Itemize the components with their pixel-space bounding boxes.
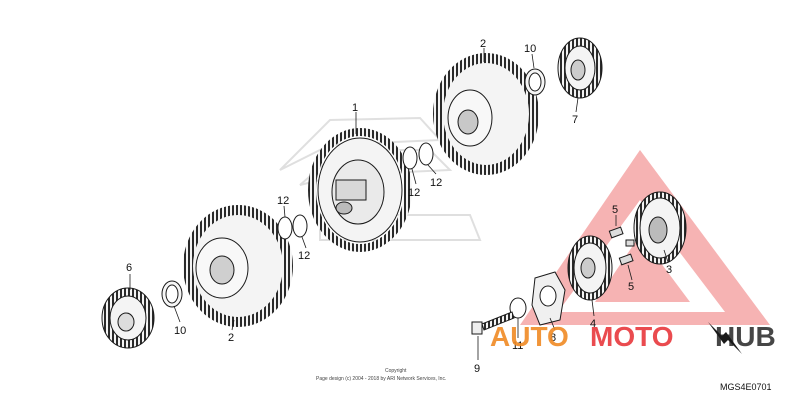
copyright-line-1: Copyright: [385, 368, 407, 374]
callout-2-top: 2: [480, 38, 486, 50]
callout-8: 8: [550, 332, 556, 344]
watermark-moto: MOTO: [590, 321, 673, 352]
callout-9: 9: [474, 363, 480, 375]
callout-12-d: 12: [430, 177, 442, 189]
direction-arrow-icon: [708, 322, 742, 354]
callout-7: 7: [572, 114, 578, 126]
callout-12-c: 12: [408, 187, 420, 199]
part-3-starter-clutch: [633, 191, 687, 265]
leader-lines: [129, 48, 669, 360]
part-8-plate: [531, 271, 566, 326]
watermark-wordmark: AUTO MOTO HUB: [490, 321, 776, 352]
part-9-bolt: [471, 311, 515, 335]
part-1-primary-gear: [308, 128, 412, 252]
callout-3: 3: [666, 264, 672, 276]
callout-4: 4: [590, 318, 596, 330]
copyright-line-2: Page design (c) 2004 - 2018 by ARI Netwo…: [316, 376, 446, 382]
callout-12-a: 12: [277, 195, 289, 207]
watermark-auto: AUTO: [490, 321, 569, 352]
part-12-washers-upper: [402, 142, 434, 170]
part-10-washer-bottom: [161, 280, 183, 308]
callout-10-top: 10: [524, 43, 536, 55]
callout-12-b: 12: [298, 250, 310, 262]
part-12-washers-lower: [277, 214, 308, 240]
callout-5-b: 5: [628, 281, 634, 293]
callout-5-a: 5: [612, 204, 618, 216]
callout-11: 11: [512, 340, 523, 352]
callout-6: 6: [126, 262, 132, 274]
part-4-gear: [567, 235, 613, 301]
callout-10-bottom: 10: [174, 325, 186, 337]
part-2-clutch-outer-bottom: [183, 205, 293, 327]
part-10-washer-top: [524, 68, 546, 96]
callout-2-bottom: 2: [228, 332, 234, 344]
part-6-gear: [101, 287, 155, 349]
part-5-rollers: [608, 226, 635, 266]
part-2-clutch-outer-top: [433, 53, 539, 175]
callout-1: 1: [352, 102, 358, 114]
part-7-gear: [557, 37, 603, 99]
diagram-code: MGS4E0701: [720, 382, 772, 392]
